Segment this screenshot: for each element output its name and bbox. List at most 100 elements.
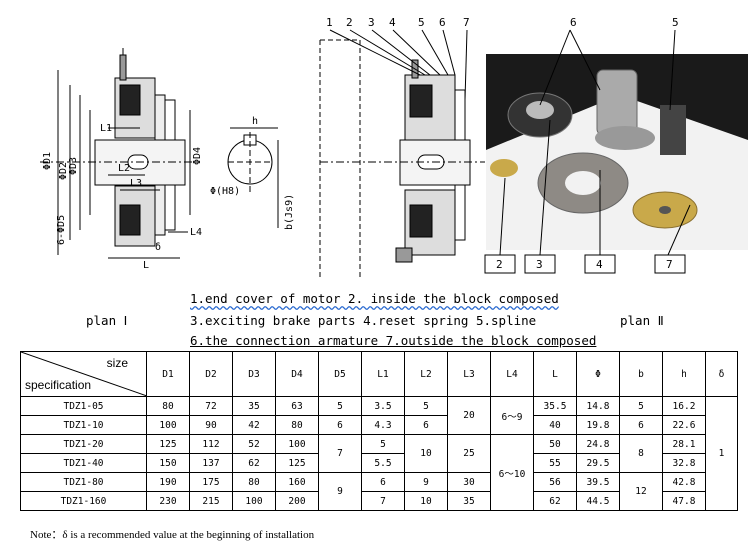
svg-text:L2: L2 [118, 163, 130, 174]
svg-text:ΦD4: ΦD4 [192, 147, 203, 165]
table-cell: 55 [533, 453, 577, 473]
table-cell: 175 [189, 472, 233, 492]
table-cell: 5 [619, 396, 663, 416]
table-row: TDZ1-10 100 90 42 80 6 4.3 6 40 19.8 6 2… [20, 415, 738, 435]
table-cell: 50 [533, 434, 577, 454]
table-cell: 47.8 [662, 491, 706, 511]
photo-number-3: 3 [536, 258, 543, 271]
table-cell: 72 [189, 396, 233, 416]
table-row: TDZ1-40 150 137 62 125 5.5 55 29.5 32.8 [20, 453, 738, 473]
table-row: TDZ1-80 190 175 80 160 9 6 9 30 56 39.5 … [20, 472, 738, 511]
table-cell: 35 [447, 491, 491, 511]
drawing-svg: L1 L2 L3 L4 L δ ΦD1 ΦD2 ΦD3 ΦD4 6-ΦD5 h … [40, 16, 748, 280]
column-header: D3 [232, 351, 276, 397]
table-cell: 62 [533, 491, 577, 511]
table-cell: 32.8 [662, 453, 706, 473]
table-cell: 24.8 [576, 434, 620, 454]
column-header: D2 [189, 351, 233, 397]
photo-number-7: 7 [666, 258, 673, 271]
column-header: Φ [576, 351, 620, 397]
table-cell: 30 [447, 472, 491, 492]
table-cell: 6 [404, 415, 448, 435]
table-cell: 16.2 [662, 396, 706, 416]
svg-text:ΦD1: ΦD1 [42, 152, 53, 170]
table-cell: 19.8 [576, 415, 620, 435]
table-cell: 7 [318, 434, 362, 473]
table-cell: 44.5 [576, 491, 620, 511]
svg-text:δ: δ [155, 242, 161, 253]
table-cell: 6 [619, 415, 663, 435]
table-row: TDZ1-160 230 215 100 200 7 10 35 62 44.5… [20, 491, 738, 511]
part-number-3: 3 [368, 16, 375, 29]
table-cell: 9 [404, 472, 448, 492]
table-cell: 39.5 [576, 472, 620, 492]
table-cell: 56 [533, 472, 577, 492]
column-header: L2 [404, 351, 448, 397]
table-cell: 35.5 [533, 396, 577, 416]
table-cell: 125 [146, 434, 190, 454]
installation-note: Note：δ is a recommended value at the beg… [30, 529, 315, 541]
table-cell: 1 [705, 396, 738, 511]
table-cell: 14.8 [576, 396, 620, 416]
table-cell: 10 [404, 434, 448, 473]
table-cell: 80 [232, 472, 276, 492]
legend-line-1: 1.end cover of motor 2. inside the block… [190, 291, 559, 306]
table-cell: 5 [361, 434, 405, 454]
column-header: L [533, 351, 577, 397]
photo-number-6: 6 [570, 16, 577, 29]
table-cell: 29.5 [576, 453, 620, 473]
table-cell: 3.5 [361, 396, 405, 416]
svg-text:6-ΦD5: 6-ΦD5 [56, 215, 67, 245]
legend-line-2: 3.exciting brake parts 4.reset spring 5.… [190, 313, 537, 328]
table-cell: 5.5 [361, 453, 405, 473]
spec-cell: TDZ1-80 [20, 472, 147, 492]
column-header: δ [705, 351, 738, 397]
table-row: TDZ1-20 125 112 52 100 7 5 10 25 6～10 50… [20, 434, 738, 511]
table-cell: 22.6 [662, 415, 706, 435]
table-cell: 137 [189, 453, 233, 473]
table-cell: 80 [275, 415, 319, 435]
table-cell: 4.3 [361, 415, 405, 435]
table-cell: 125 [275, 453, 319, 473]
table-cell: 25 [447, 434, 491, 473]
table-cell: 52 [232, 434, 276, 454]
table-cell: 42 [232, 415, 276, 435]
table-cell: 10 [404, 491, 448, 511]
table-cell: 20 [447, 396, 491, 435]
header-diagonal-cell: size specification [20, 351, 147, 397]
svg-text:h: h [252, 116, 258, 127]
diagonal-line [21, 352, 147, 396]
table-cell: 100 [146, 415, 190, 435]
table-cell: 80 [146, 396, 190, 416]
part-number-5: 5 [418, 16, 425, 29]
plan-one-labels: L1 L2 L3 L4 L δ ΦD1 ΦD2 ΦD3 ΦD4 6-ΦD5 [42, 123, 203, 271]
plan-two-label: plan Ⅱ [620, 313, 664, 328]
column-header: D5 [318, 351, 362, 397]
spec-cell: TDZ1-05 [20, 396, 147, 416]
table-cell: 7 [361, 491, 405, 511]
table-cell: 215 [189, 491, 233, 511]
spec-cell: TDZ1-10 [20, 415, 147, 435]
table-cell: 200 [275, 491, 319, 511]
table-cell: 230 [146, 491, 190, 511]
svg-text:ΦD3: ΦD3 [68, 157, 79, 175]
table-header-row: size specification D1 D2 D3 D4 D5 L1 L2 … [20, 351, 738, 397]
svg-text:L: L [143, 260, 149, 271]
table-cell: 100 [275, 434, 319, 454]
photo-number-5: 5 [672, 16, 679, 29]
column-header: L3 [447, 351, 491, 397]
column-header: D4 [275, 351, 319, 397]
table-cell: 40 [533, 415, 577, 435]
photo-number-4: 4 [596, 258, 603, 271]
column-header: D1 [146, 351, 190, 397]
table-cell: 90 [189, 415, 233, 435]
table-cell: 6～9 [490, 396, 534, 435]
photo-leader-lines [499, 29, 691, 256]
svg-text:ΦD2: ΦD2 [58, 162, 69, 180]
table-cell: 5 [318, 396, 362, 416]
table-cell: 35 [232, 396, 276, 416]
table-cell: 5 [404, 396, 448, 416]
table-cell: 8 [619, 434, 663, 473]
legend-line-3: 6.the connection armature 7.outside the … [190, 333, 597, 348]
svg-text:Φ(H8): Φ(H8) [210, 186, 240, 197]
